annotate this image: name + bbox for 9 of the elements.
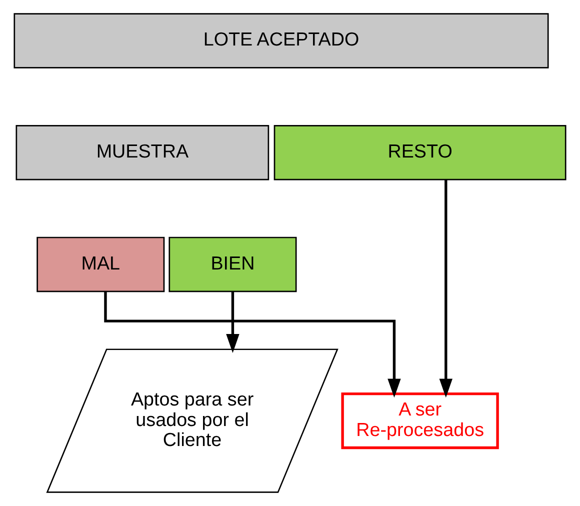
node-box: RESTO — [274, 124, 566, 180]
node-box: MAL — [36, 236, 165, 292]
arrow — [104, 291, 401, 398]
node-box: BIEN — [168, 236, 297, 292]
node-box: A ser Re-procesados — [341, 392, 499, 450]
arrow — [226, 292, 240, 353]
node-box: MUESTRA — [16, 124, 270, 180]
arrow — [439, 180, 452, 398]
node-box: LOTE ACEPTADO — [14, 13, 549, 68]
